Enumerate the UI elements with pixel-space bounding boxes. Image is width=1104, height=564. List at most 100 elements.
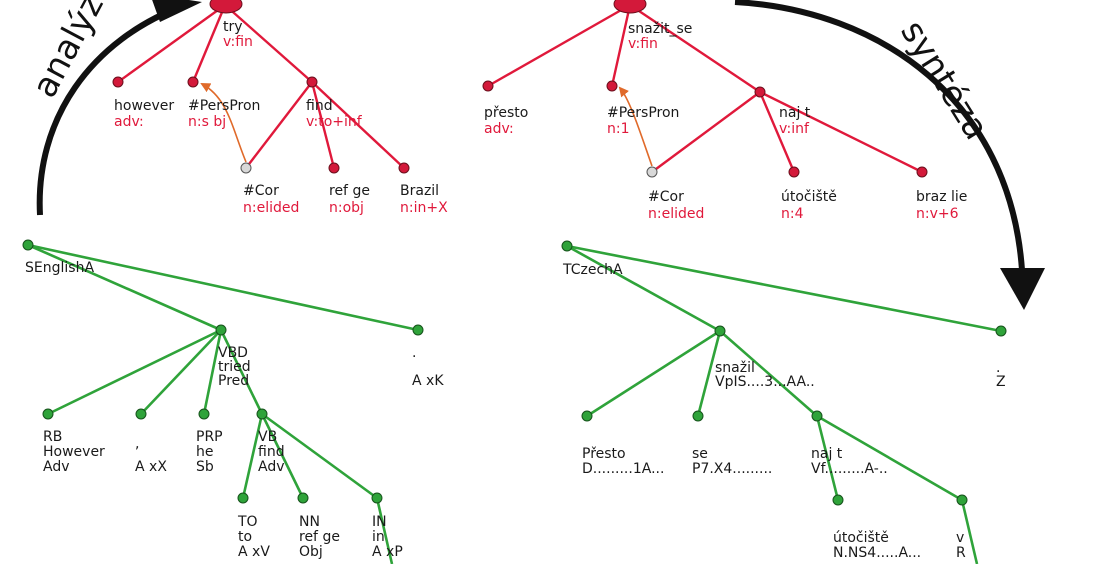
anode-se — [692, 410, 704, 422]
label-snazit-lemma: snažit_se — [628, 21, 692, 37]
alabel-refuge-tag: NN — [299, 514, 320, 530]
alabel-presto-form: Přesto — [582, 446, 626, 462]
label-utociste-formeme: n:4 — [781, 206, 804, 222]
alabel-snazil-form: snažil — [715, 360, 755, 376]
edge-tried-find — [219, 329, 264, 415]
alabel-comma-afun: A xX — [135, 459, 167, 475]
label-brazil-formeme: n:in+X — [400, 200, 448, 216]
alabel-tried-tag: VBD — [218, 345, 248, 361]
edge-snazit-presto — [487, 3, 631, 88]
anode-utociste — [832, 494, 844, 506]
alabel-najit-form: naj t — [811, 446, 843, 462]
anode-period-en — [412, 324, 424, 336]
edge-try-find — [224, 4, 313, 83]
alabel-to-afun: A xV — [238, 544, 270, 560]
node-however — [112, 76, 124, 88]
label-cz-perspron-formeme: n:1 — [607, 121, 630, 137]
alabel-in-form: in — [372, 529, 385, 545]
english-tecto-edges — [117, 4, 405, 169]
anode-presto — [581, 410, 593, 422]
edge-find-to — [241, 413, 264, 499]
label-utociste-lemma: útočiště — [781, 189, 837, 205]
alabel-presto-tag: D.........1A... — [582, 461, 664, 477]
alabel-find-afun: Adv — [258, 459, 285, 475]
anode-in — [371, 492, 383, 504]
alabel-tried-form: tried — [218, 359, 251, 375]
edge-snazil-se — [696, 330, 722, 417]
edge-najit-cor — [651, 91, 761, 173]
anode-he — [198, 408, 210, 420]
alabel-comma-form: , — [135, 436, 139, 452]
node-presto — [482, 80, 494, 92]
alabel-find-tag: VB — [258, 429, 277, 445]
alabel-refuge-form: ref ge — [299, 529, 340, 545]
label-try-lemma: try — [223, 19, 243, 35]
label-brazilie-formeme: n:v+6 — [916, 206, 959, 222]
alabel-however-form: However — [43, 444, 105, 460]
label-find-lemma: find — [306, 98, 333, 114]
edge-tried-however — [47, 328, 222, 416]
node-najit — [754, 86, 766, 98]
alabel-however-tag: RB — [43, 429, 62, 445]
node-brazil — [398, 162, 410, 174]
node-perspron — [187, 76, 199, 88]
label-presto-formeme: adv: — [484, 121, 514, 137]
node-utociste — [788, 166, 800, 178]
label-presto-lemma: přesto — [484, 105, 528, 121]
node-brazilie — [916, 166, 928, 178]
label-snazit-formeme: v:fin — [628, 36, 658, 52]
alabel-cz-period-form: . — [996, 360, 1000, 376]
edge-try-however — [117, 4, 226, 83]
anode-root-cz — [561, 240, 573, 252]
edge-root-period — [27, 243, 419, 332]
label-najit-formeme: v:inf — [779, 121, 810, 137]
alabel-utociste-form: útočiště — [833, 530, 889, 546]
anode-comma — [135, 408, 147, 420]
anode-to — [237, 492, 249, 504]
label-try-formeme: v:fin — [223, 34, 253, 50]
alabel-utociste-tag: N.NS4.....A... — [833, 545, 921, 561]
english-tecto-tree: try v:fin however adv: #PersPron n:s bj … — [112, 0, 448, 216]
czech-analytical-edges — [566, 244, 1002, 564]
label-cor-formeme: n:elided — [243, 200, 299, 216]
edge-find-in — [261, 412, 378, 500]
alabel-he-afun: Sb — [196, 459, 214, 475]
alabel-cz-period-tag: Z — [996, 374, 1006, 390]
alabel-in-tag: IN — [372, 514, 387, 530]
alabel-he-tag: PRP — [196, 429, 223, 445]
alabel-se-form: se — [692, 446, 708, 462]
label-cz-cor-lemma: #Cor — [648, 189, 684, 205]
anode-snazil — [714, 325, 726, 337]
node-cz-cor — [646, 166, 658, 178]
edge-in-continues — [375, 497, 394, 564]
edge-najit-v — [816, 414, 963, 502]
alabel-v-tag: R — [956, 545, 966, 561]
czech-analytical-tree: TCzechA snažil VpIS....3...AA.. . Z Přes… — [561, 240, 1007, 564]
label-cz-perspron-lemma: #PersPron — [607, 105, 679, 121]
node-cz-perspron — [606, 80, 618, 92]
label-cz-cor-formeme: n:elided — [648, 206, 704, 222]
label-refuge-formeme: n:obj — [329, 200, 364, 216]
edge-najit-utociste — [758, 91, 796, 173]
label-brazil-lemma: Brazil — [400, 183, 439, 199]
node-try — [209, 0, 243, 14]
label-najit-lemma: naj t — [779, 105, 811, 121]
anode-root-en — [22, 239, 34, 251]
node-snazit-se — [613, 0, 647, 14]
label-perspron-lemma: #PersPron — [188, 98, 260, 114]
english-analytical-tree: SEnglishA VBD tried Pred . A xK RB Howev… — [22, 239, 444, 564]
edge-cz-root-period — [566, 244, 1002, 333]
edge-tried-he — [202, 329, 223, 415]
edge-try-perspron — [191, 4, 227, 83]
alabel-se-tag: P7.X4......... — [692, 461, 772, 477]
edge-v-continues — [960, 499, 979, 564]
alabel-period-afun: A xK — [412, 373, 444, 389]
edge-find-cor — [245, 81, 313, 169]
alabel-root-en: SEnglishA — [25, 260, 94, 276]
alabel-to-tag: TO — [237, 514, 258, 530]
label-find-formeme: v:to+inf — [306, 114, 363, 130]
english-analytical-edges — [27, 243, 419, 564]
alabel-tried-afun: Pred — [218, 373, 249, 389]
alabel-find-form: find — [258, 444, 285, 460]
